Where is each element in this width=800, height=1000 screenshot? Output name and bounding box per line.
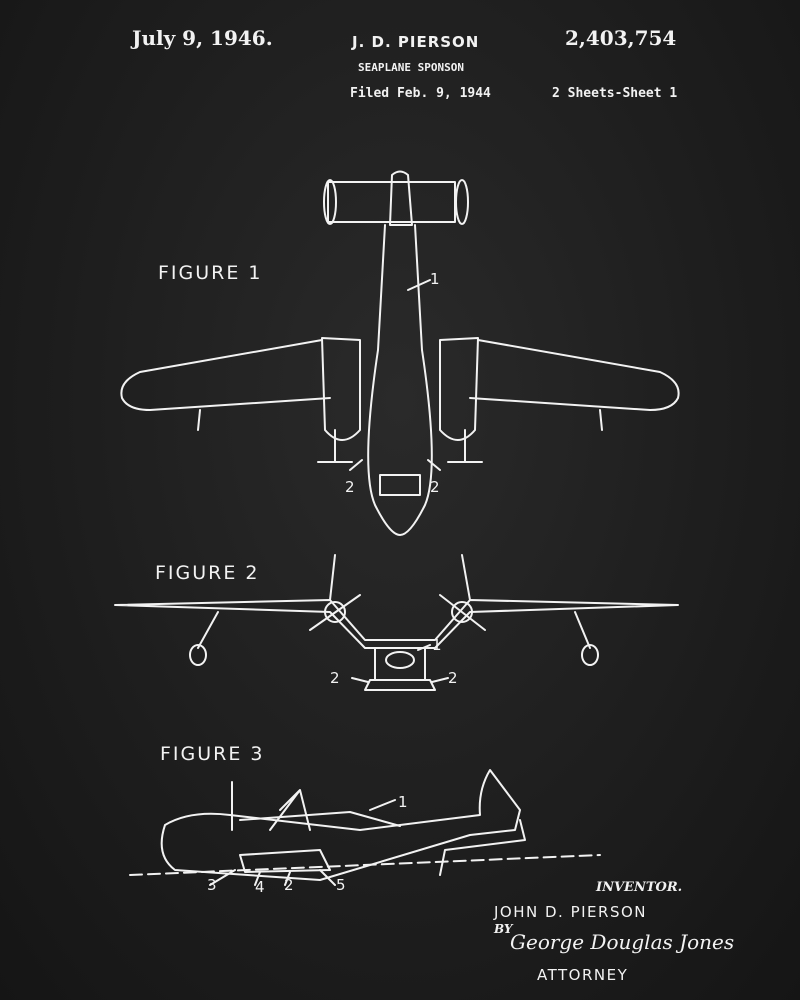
side-sponson [239,849,331,873]
attorney-signature: George Douglas Jones [510,930,735,954]
hull-sponson [364,647,436,691]
inventor-short: J. D. PIERSON [352,33,480,51]
fig1-callout-1: 1 [430,270,440,288]
figure-2-label: FIGURE 2 [155,562,260,584]
figure-1-label: FIGURE 1 [158,262,263,284]
inventor-label: INVENTOR. [596,880,683,895]
patent-number: 2,403,754 [565,26,677,50]
fig3-callout-4: 4 [255,878,265,896]
patent-date: July 9, 1946. [132,26,273,50]
left-wing [120,339,331,411]
fig3-callout-3: 3 [207,876,217,894]
right-wing [469,339,680,411]
fuselage [367,224,433,536]
fig3-callout-5: 5 [336,876,346,894]
fig2-callout-2b: 2 [448,669,458,687]
inventor-name: JOHN D. PIERSON [494,903,648,921]
filed-date: Filed Feb. 9, 1944 [350,86,491,101]
sheet-count: 2 Sheets-Sheet 1 [552,86,678,101]
fig1-callout-2b: 2 [430,478,440,496]
gull-wing [114,599,679,649]
by-label: BY [494,922,513,936]
fig3-callout-1: 1 [398,793,408,811]
fig3-callout-2: 2 [284,876,294,894]
figure-3-label: FIGURE 3 [160,743,265,765]
fig2-callout-2a: 2 [330,669,340,687]
tailplane [327,181,456,223]
patent-title: SEAPLANE SPONSON [358,61,464,74]
side-fuselage [160,769,521,881]
fig2-callout-1: 1 [432,636,442,654]
fig1-callout-2a: 2 [345,478,355,496]
attorney-label: ATTORNEY [537,966,629,984]
